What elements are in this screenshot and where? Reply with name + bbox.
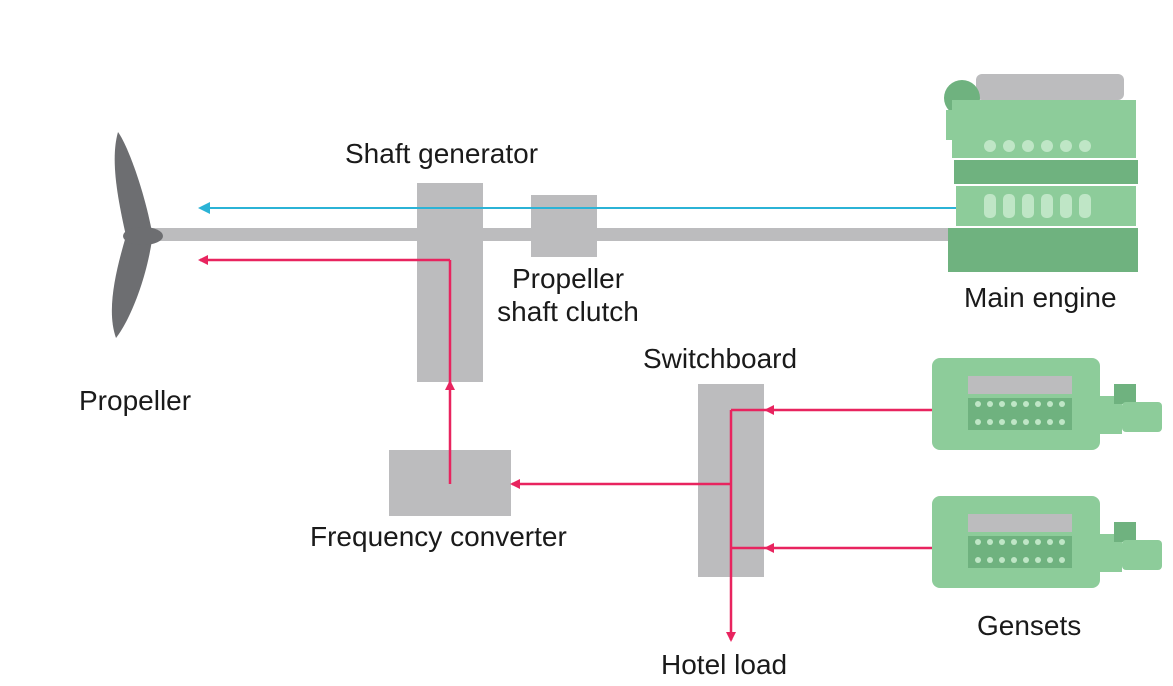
switchboard-label: Switchboard: [643, 343, 798, 374]
main-engine-icon: [944, 74, 1138, 272]
propeller-label: Propeller: [79, 385, 192, 416]
frequency-converter-label: Frequency converter: [310, 521, 567, 552]
main-engine-label: Main engine: [964, 282, 1117, 313]
hotel-load-label: Hotel load: [661, 649, 788, 680]
genset-icon: [932, 358, 1162, 450]
gensets-label: Gensets: [977, 610, 1082, 641]
propeller-shaft-clutch-label-line1: Propeller: [511, 263, 625, 294]
propeller-shaft-clutch-label-line2: shaft clutch: [497, 296, 639, 327]
shaft-generator-label: Shaft generator: [345, 138, 539, 169]
propeller-icon: [111, 132, 163, 338]
propeller-shaft-clutch-block: [531, 195, 597, 257]
genset-icon: [932, 496, 1162, 588]
